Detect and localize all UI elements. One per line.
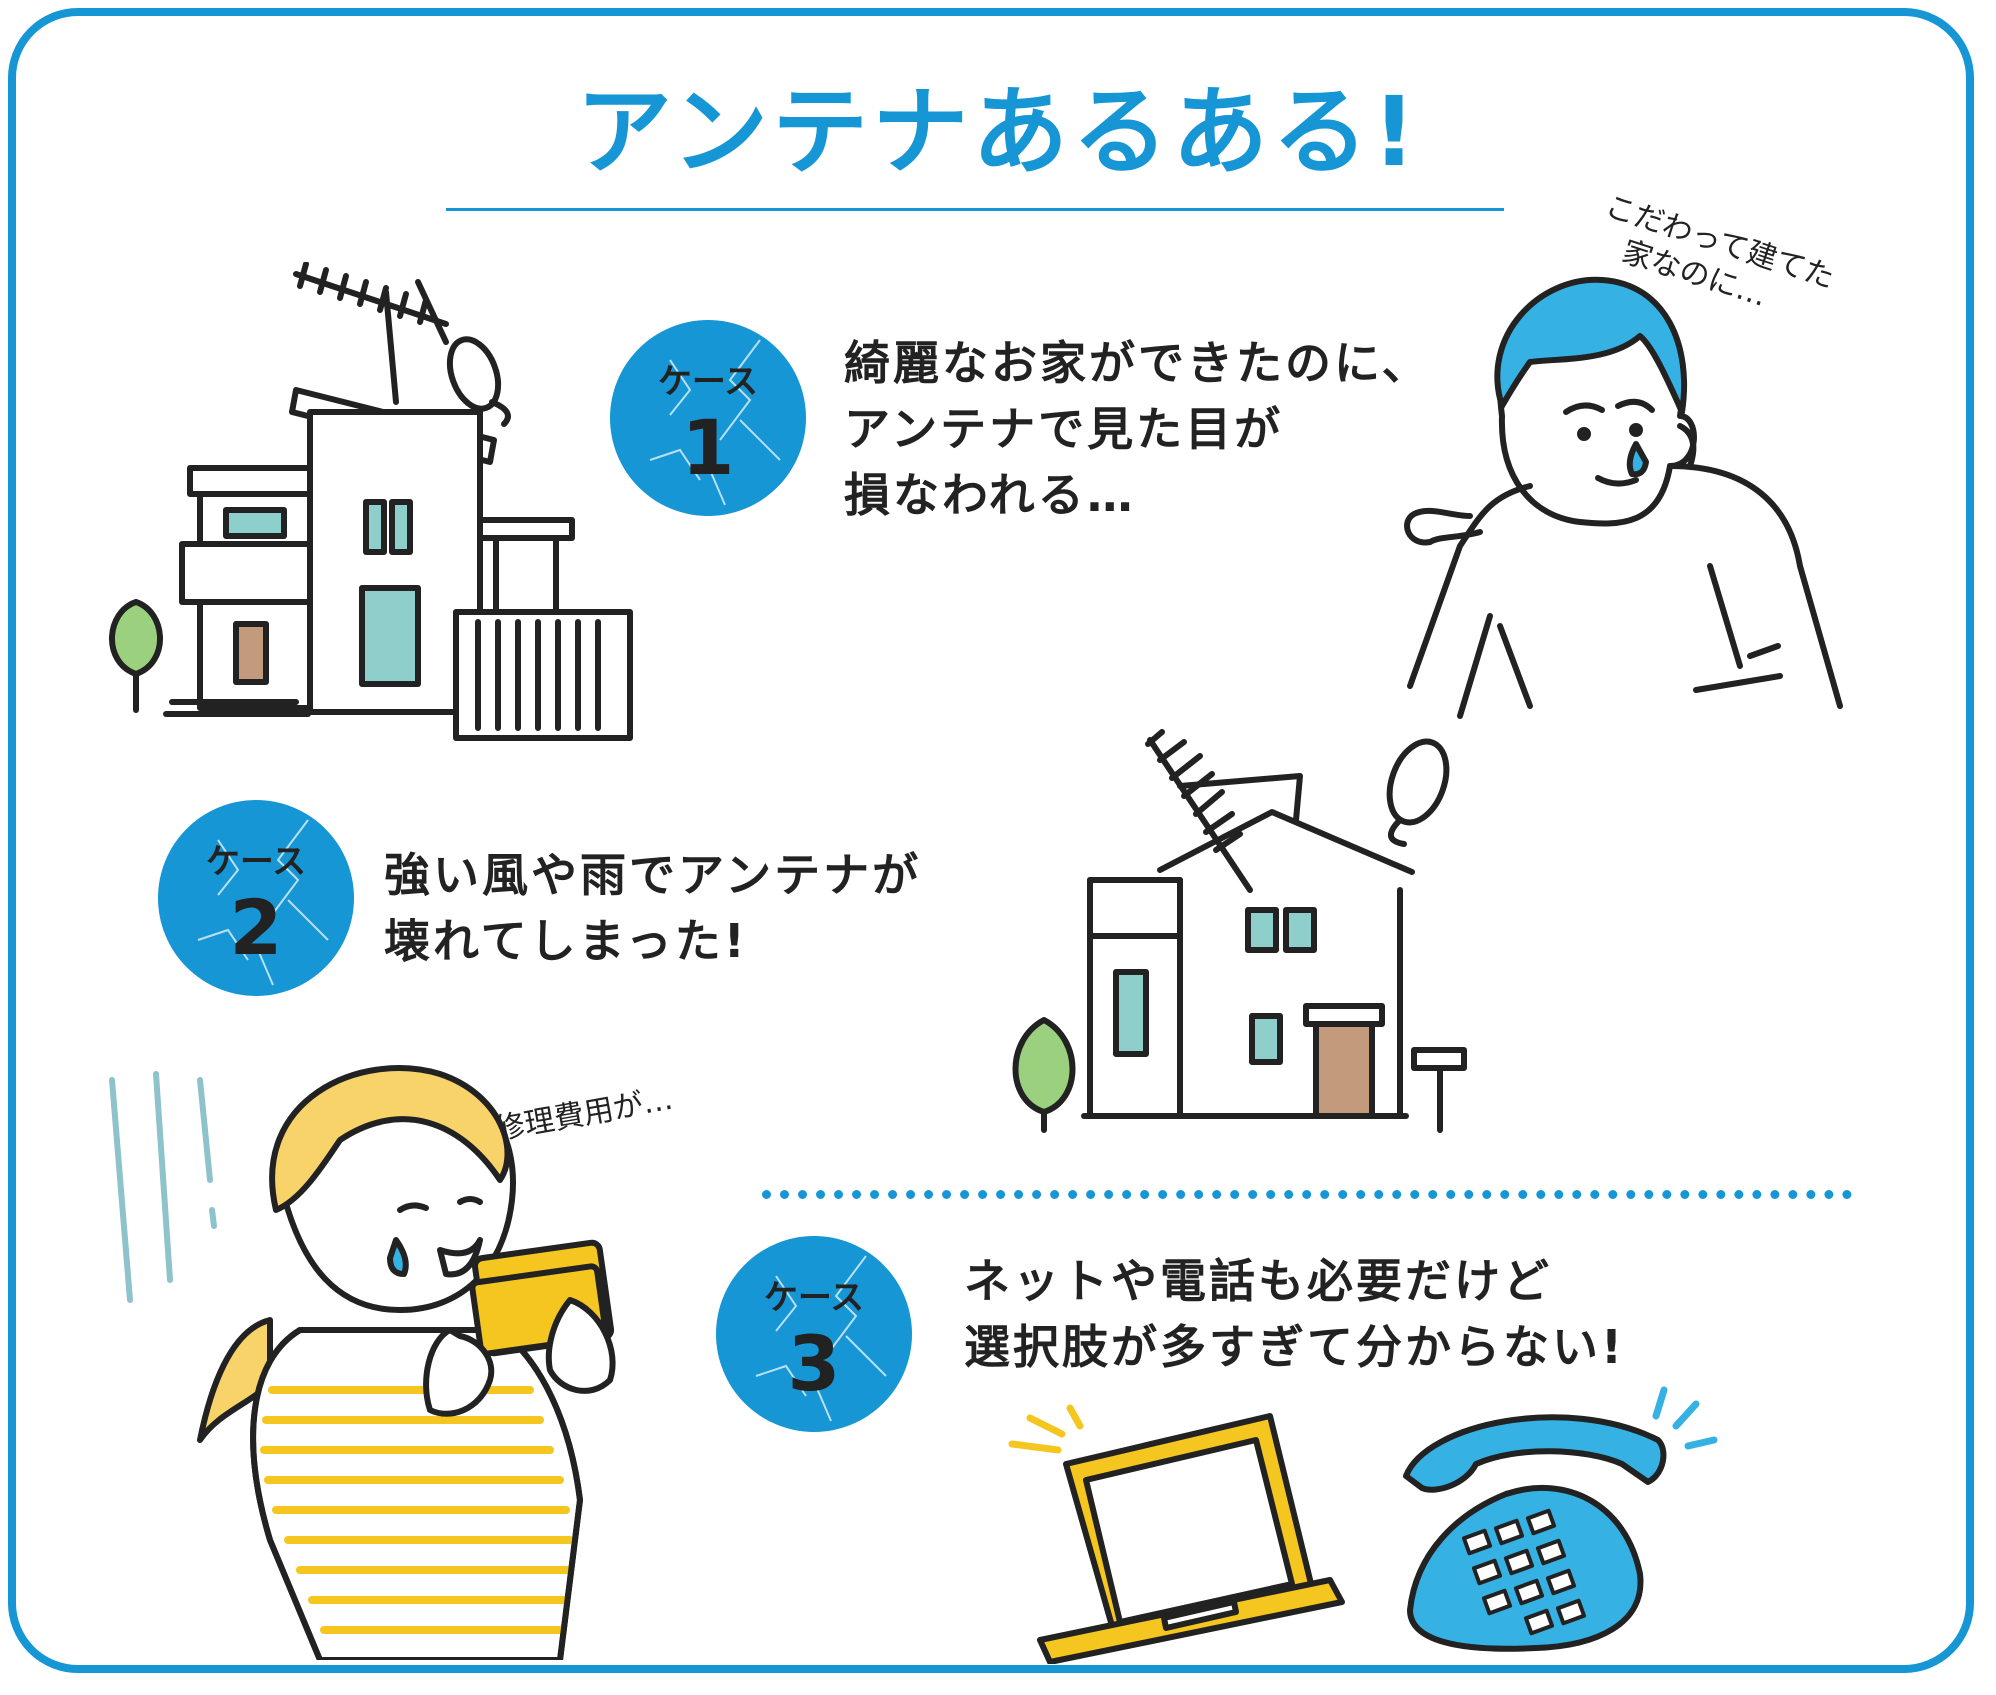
case-1-line-2: アンテナで見た目が [844, 402, 1284, 456]
case-3-label: ケース [763, 1278, 865, 1318]
man-icon [1404, 276, 1843, 719]
case-1-line-3: 損なわれる… [844, 468, 1136, 522]
case-1-line-1: 綺麗なお家ができたのに、 [844, 336, 1431, 390]
case-1-badge: ケース 1 [610, 320, 806, 516]
telephone-icon [1403, 1386, 1718, 1652]
section-divider [762, 1190, 1852, 1199]
case-2-number: 2 [229, 883, 283, 972]
page-title: アンテナあるある! [576, 76, 1420, 188]
case-3-badge: ケース 3 [716, 1236, 912, 1432]
case-1-text: 綺麗なお家ができたのに、 アンテナで見た目が 損なわれる… [844, 330, 1431, 528]
case-1-number: 1 [681, 403, 735, 492]
gabled-house-icon [1012, 729, 1467, 1133]
case-2-line-2: 壊れてしまった! [384, 914, 748, 968]
case-3-line-2: 選択肢が多すぎて分からない! [964, 1320, 1625, 1374]
title-underline [446, 208, 1504, 211]
case-2-line-1: 強い風や雨でアンテナが [384, 848, 922, 902]
crack-pattern [197, 819, 329, 986]
case-2-label: ケース [205, 842, 307, 882]
case-1-label: ケース [657, 362, 759, 402]
laptop-icon [1008, 1404, 1345, 1664]
case-3-text: ネットや電話も必要だけど 選択肢が多すぎて分からない! [964, 1248, 1625, 1380]
case-3-number: 3 [787, 1319, 841, 1408]
modern-house-icon [109, 262, 633, 741]
case-2-text: 強い風や雨でアンテナが 壊れてしまった! [384, 842, 921, 974]
case-2-badge: ケース 2 [158, 800, 354, 996]
case-3-line-1: ネットや電話も必要だけど [964, 1254, 1552, 1308]
woman-icon [109, 1065, 616, 1660]
crack-pattern [755, 1255, 887, 1422]
crack-pattern [649, 339, 781, 506]
